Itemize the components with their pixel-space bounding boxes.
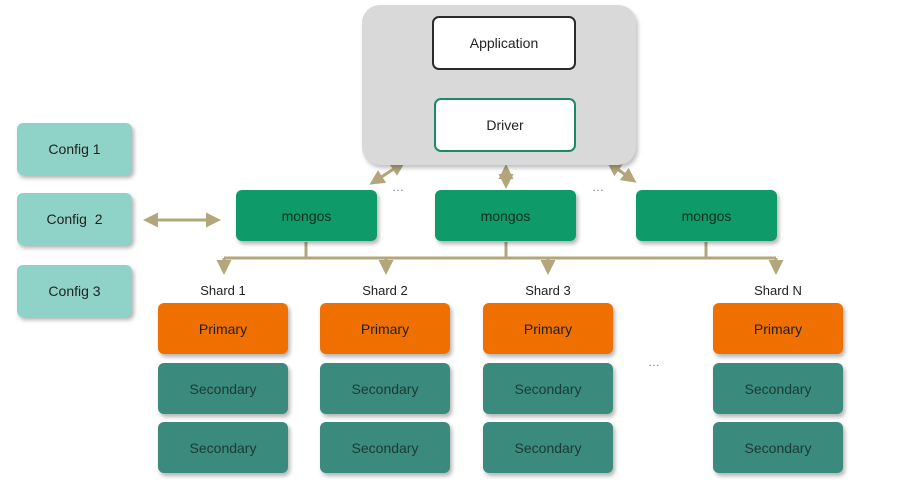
driver-box: Driver	[434, 98, 576, 152]
shard-n-label: Shard N	[754, 283, 802, 298]
shard-1-secondary-2: Secondary	[158, 422, 288, 473]
application-box: Application	[432, 16, 576, 70]
shard-3-label: Shard 3	[525, 283, 571, 298]
shard-ellipsis: …	[648, 355, 661, 369]
shard-3-secondary-1: Secondary	[483, 363, 613, 414]
mongos-2-box: mongos	[435, 190, 576, 241]
shard-3-secondary-2: Secondary	[483, 422, 613, 473]
shard-1-secondary-1: Secondary	[158, 363, 288, 414]
shard-1-label: Shard 1	[200, 283, 246, 298]
shard-2-primary: Primary	[320, 303, 450, 354]
shard-n-primary: Primary	[713, 303, 843, 354]
mongos-3-box: mongos	[636, 190, 777, 241]
driver-mongos-1-connector	[369, 161, 406, 185]
shard-n-secondary-1: Secondary	[713, 363, 843, 414]
shard-2-secondary-2: Secondary	[320, 422, 450, 473]
shard-1-primary: Primary	[158, 303, 288, 354]
shard-2-label: Shard 2	[362, 283, 408, 298]
shard-n-secondary-2: Secondary	[713, 422, 843, 473]
shard-2-secondary-1: Secondary	[320, 363, 450, 414]
mongos-ellipsis-right: …	[592, 180, 605, 194]
driver-mongos-3-connector	[606, 161, 637, 183]
config-1-box: Config 1	[17, 123, 132, 175]
config-2-box: Config 2	[17, 193, 132, 245]
mongos-1-box: mongos	[236, 190, 377, 241]
config-3-box: Config 3	[17, 265, 132, 317]
mongos-ellipsis-left: …	[392, 180, 405, 194]
shard-3-primary: Primary	[483, 303, 613, 354]
